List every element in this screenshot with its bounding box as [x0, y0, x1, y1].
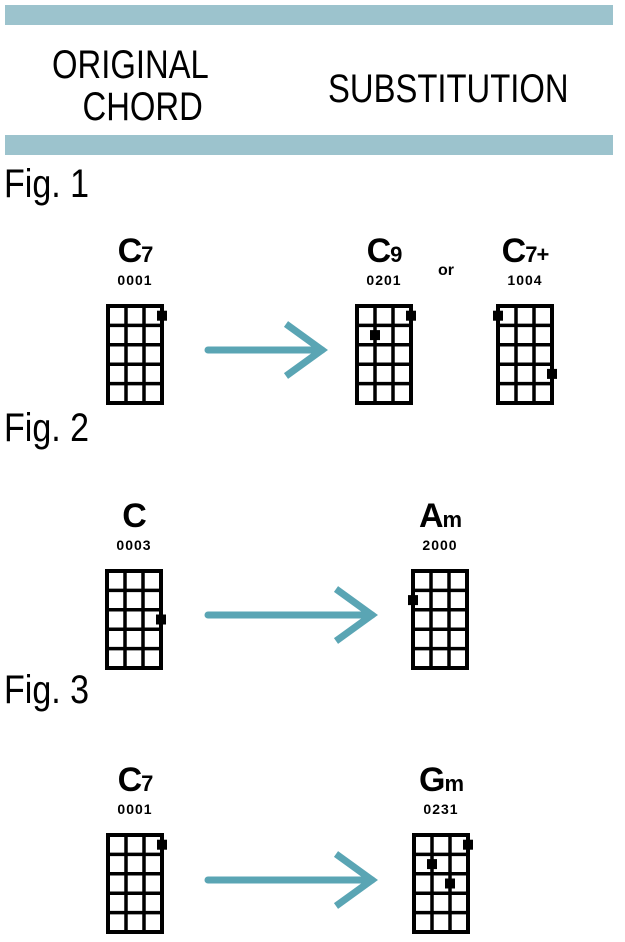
finger-dot	[157, 839, 167, 850]
fig-1-label: Fig. 1	[4, 162, 90, 206]
header-bar-bottom	[5, 135, 613, 155]
fretboard-outline	[105, 569, 163, 670]
chord-name: C7	[105, 763, 165, 801]
finger-dot	[427, 859, 437, 870]
chord-label: C7+1004	[495, 234, 555, 288]
fretboard-outline	[355, 304, 413, 405]
chord-name: C	[104, 499, 164, 537]
heading-line: CHORD	[82, 85, 203, 129]
chord-name: C7	[105, 234, 165, 272]
chord-root: C	[117, 761, 143, 799]
chord-diagram	[493, 304, 557, 405]
chord-suffix: 9	[390, 242, 402, 267]
chord-diagram	[355, 304, 416, 405]
heading-line: ORIGINAL	[52, 43, 209, 87]
chord-fingering: 1004	[507, 272, 543, 288]
fretboard-outline	[106, 833, 164, 934]
chord-label: C 0003	[104, 499, 164, 553]
finger-dot	[157, 310, 167, 321]
chord-name: C9	[354, 234, 414, 272]
chord-root: C	[117, 232, 143, 270]
chord-suffix: m	[442, 507, 463, 532]
original-chord-heading: ORIGINAL CHORD	[52, 44, 209, 128]
chord-diagram	[106, 833, 167, 934]
chord-root: G	[418, 761, 445, 799]
chord-suffix: m	[444, 771, 464, 796]
fretboard-outline	[106, 304, 164, 405]
fretboard-outline	[411, 569, 469, 670]
chord-suffix: 7	[141, 771, 153, 796]
chord-root: C	[501, 232, 527, 270]
arrow-icon	[204, 851, 378, 909]
finger-dot	[463, 839, 473, 850]
chord-fingering: 0001	[117, 801, 153, 817]
finger-dot	[408, 595, 418, 606]
finger-dot	[370, 330, 380, 341]
or-connector: or	[438, 262, 454, 279]
chord-fingering: 0201	[366, 272, 402, 288]
chord-suffix: 7+	[525, 242, 549, 267]
header-bar-top	[5, 5, 613, 25]
finger-dot	[493, 310, 503, 321]
finger-dot	[547, 368, 557, 379]
chord-name: Gm	[411, 763, 471, 801]
chord-fingering: 0001	[117, 272, 153, 288]
fig-3-label: Fig. 3	[4, 668, 90, 712]
finger-dot	[406, 310, 416, 321]
finger-dot	[445, 878, 455, 889]
chord-root: A	[418, 497, 444, 535]
fretboard-outline	[496, 304, 554, 405]
chord-diagram	[408, 569, 469, 670]
fretboard-outline	[412, 833, 470, 934]
chord-name: C7+	[495, 234, 555, 272]
substitution-heading: SUBSTITUTION	[328, 67, 569, 111]
arrow-icon	[204, 586, 378, 644]
chord-diagram	[106, 304, 167, 405]
chord-diagram	[105, 569, 166, 670]
chord-root: C	[366, 232, 392, 270]
finger-dot	[156, 614, 166, 625]
chord-fingering: 0231	[423, 801, 459, 817]
chord-root: C	[122, 497, 147, 535]
chord-name: Am	[410, 499, 470, 537]
arrow-icon	[204, 321, 328, 379]
chord-diagram	[412, 833, 473, 934]
chord-fingering: 2000	[422, 537, 458, 553]
chord-fingering: 0003	[116, 537, 152, 553]
fig-2-label: Fig. 2	[4, 406, 90, 450]
chord-suffix: 7	[141, 242, 153, 267]
